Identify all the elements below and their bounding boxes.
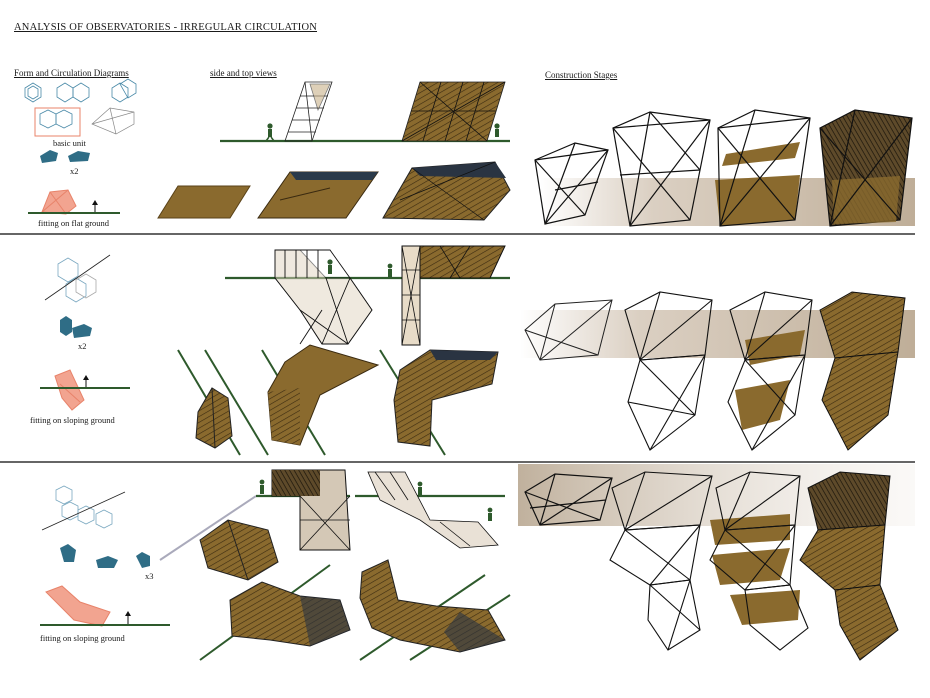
row1-stage-2 [612,111,711,227]
basic-unit-hex [39,109,73,129]
header-construction-stages: Construction Stages [545,70,618,80]
person-icon [487,507,493,521]
basic-unit-highlight [34,107,81,137]
row3-top-view-1 [199,519,279,581]
row3-top-view-3 [359,559,506,653]
row1-form-diagrams [24,78,137,103]
row3-fit-diagram [40,585,170,627]
row1-stage-3 [715,109,811,227]
row1-top-view-1 [157,185,251,219]
row3-stage-4 [799,471,899,661]
tilted-unit-sketch [91,107,135,135]
row1-top-view-3 [382,161,511,221]
person-icon [265,123,275,142]
row1-top-view-2 [257,171,379,219]
row1-fit-diagram [28,189,120,215]
row2-fit-caption: fitting on sloping ground [30,415,115,425]
row3-side-view-2 [367,471,499,549]
row1-multiplier: x2 [70,166,79,176]
row1-fit-caption: fitting on flat ground [38,218,110,228]
row3-fit-caption: fitting on sloping ground [40,633,125,643]
row3-form-diagram [41,485,126,531]
row3-stage-3 [709,471,809,651]
row3-ground-line-1 [159,495,257,561]
row1-unit-blobs [40,150,90,163]
person-icon [327,259,333,274]
row1-basic-unit-caption: basic unit [53,138,86,148]
row3-side-view-1 [271,469,351,551]
person-icon [417,481,423,495]
row1-side-view-1 [284,81,333,142]
row2-top-view-2 [267,344,380,446]
row2-stage-3 [727,291,813,451]
row3-top-view-2 [229,581,351,647]
page-title: ANALYSIS OF OBSERVATORIES - IRREGULAR CI… [14,22,318,33]
row2-top-view-3 [393,349,499,447]
row2-unit-blobs [60,316,92,338]
row3-stage-1 [524,473,613,526]
row2-side-view-1 [274,249,373,345]
header-side-top-views: side and top views [210,68,277,78]
row2-stage-2 [624,291,713,451]
row2-multiplier: x2 [78,341,87,351]
row2-fit-diagram [40,369,130,411]
row2-side-view-2 [401,245,506,346]
row2-stage-4 [819,291,906,451]
header-form-diagrams: Form and Circulation Diagrams [14,68,129,78]
person-icon [494,123,500,137]
row1-stage-1 [534,142,609,225]
row3-stage-2 [609,471,713,651]
row3-multiplier: x3 [145,571,154,581]
row1-side-view-2 [401,81,506,142]
row2-top-view-1 [195,387,233,449]
row2-stage-1 [524,299,613,361]
person-icon [387,263,393,277]
row2-form-diagram [44,254,111,303]
person-icon [259,479,265,494]
row1-stage-4 [819,109,913,227]
row3-unit-blobs [60,544,150,568]
